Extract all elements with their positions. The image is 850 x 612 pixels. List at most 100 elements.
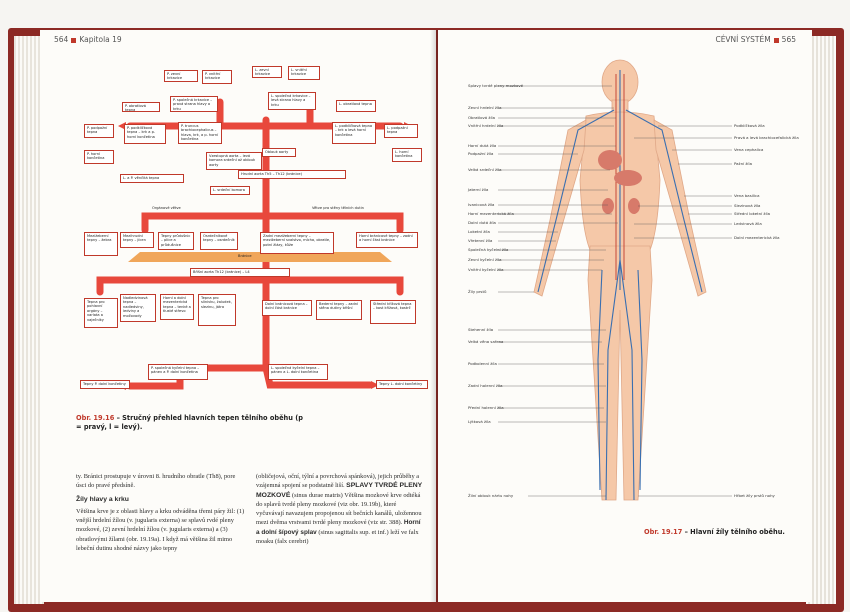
diagram-box: Horní a dolní mezenterická tepna – tenké… (160, 294, 194, 320)
diagram-box: Střední křížová tepna – kost křížová, ko… (370, 300, 416, 324)
column-2-intro: (obličejová, oční, týlní a povrchová spá… (256, 473, 420, 490)
column-1-intro: ty. Bránici prostupuje v úrovni 8. hrudn… (76, 473, 236, 490)
chapter-title: Kapitola 19 (79, 35, 122, 44)
right-page: CÉVNÍ SYSTÉM 565 (438, 30, 812, 602)
diagram-box: Oblouk aorty (262, 148, 296, 157)
diagram-box: L. zevní krkavice (252, 66, 282, 78)
vein-label: Pažní žíla (734, 161, 752, 166)
vein-label: Žilní oblouk nártu nohy (468, 493, 514, 498)
diagram-box: P. podklíčková tepna – krk a p. horní ko… (124, 124, 166, 144)
diagram-box: Tepny L. dolní končetiny (376, 380, 428, 389)
vein-label: Horní dutá žíla (468, 143, 497, 148)
vein-label: Vnitřní kyčelní žíla (468, 267, 504, 272)
text-column-2: (obličejová, oční, týlní a povrchová spá… (256, 472, 424, 546)
body-vein-illustration (498, 59, 732, 501)
column-2-bold: Horní a dolní šípový splav (256, 519, 421, 536)
artery-flow-arrows (96, 98, 412, 390)
diagram-box: P. zevní krkavice (164, 70, 198, 82)
diagram-box: L. srdeční komora (210, 186, 250, 195)
figure-caption-left: Obr. 19.16 – Stručný přehled hlavních te… (76, 414, 306, 431)
vein-label: Jaterní žíla (468, 187, 489, 192)
vein-label: Ivanicová žíla (468, 202, 495, 207)
diaphragm-band (128, 252, 392, 262)
diagram-box: Horní bránicové tepny – zadní a horní čá… (356, 232, 418, 248)
vein-label: Splavy tvrdé pleny mozkové (468, 83, 524, 88)
diagram-box: Vzestupná aorta – levá komora srdeční až… (206, 152, 262, 170)
diagram-label: Bránice (238, 254, 252, 258)
right-page-header: CÉVNÍ SYSTÉM 565 (715, 35, 796, 44)
diagram-box: L. obratlová tepna (336, 100, 376, 112)
diagram-box: Hrudní aorta Th5 – Th12 (bránice) (238, 170, 346, 179)
vein-label: Slezinová žíla (734, 203, 761, 208)
diagram-box: Nadledvinová tepna – nadledviny, ledviny… (120, 294, 156, 322)
vein-label: Dolní dutá žíla (468, 220, 496, 225)
caption-number: Obr. 19.16 (76, 414, 115, 422)
diagram-box: P. obratlová tepna (122, 102, 160, 112)
left-page-header: 564 Kapitola 19 (54, 35, 122, 44)
diagram-box: Zadní mezižeberní tepny – mezižeberní sv… (260, 232, 334, 254)
diagram-box: Tepny P. dolní končetiny (80, 380, 130, 389)
vein-label: Ledvinová žíla (734, 221, 762, 226)
diagram-box: P. horní končetina (84, 150, 114, 164)
vein-label: Obratlová žíla (468, 115, 496, 120)
diagram-box: Břišní aorta Th12 (bránice) – L4 (190, 268, 290, 277)
diagram-box: Bederní tepny – zadní stěna dutiny břišn… (316, 300, 362, 320)
caption-number: Obr. 19.17 (644, 528, 683, 536)
vein-label: Stehenní žíla (468, 327, 494, 332)
vein-label: Střední loketní žíla (734, 211, 771, 216)
diagram-box: L. společná kyčelní tepna – pánev a L. d… (268, 364, 328, 380)
vein-label: Vena cephalica (734, 147, 764, 152)
diagram-box: P. podpažní tepna (84, 124, 114, 138)
diagram-box: Tepna pro slinivku, žaludek, slezinu, já… (198, 294, 236, 326)
column-2-tail: (sinus sagittalis sup. et inf.) leží ve … (256, 528, 419, 546)
running-head: CÉVNÍ SYSTÉM (715, 35, 771, 44)
vein-label: Lýtková žíla (468, 419, 491, 424)
vein-label: Vena basilica (734, 193, 760, 198)
text-column-1: ty. Bránici prostupuje v úrovni 8. hrudn… (76, 472, 246, 553)
vein-label: Vnitřní hrdelní žíla (468, 123, 504, 128)
diagram-box: L. horní končetina (392, 148, 422, 162)
diagram-box: Osrdečníkové tepny – osrdečník (200, 232, 238, 250)
column-1-body: Většina krve je z oblasti hlavy a krku o… (76, 507, 245, 553)
vein-label: Horní mezenterická žíla (468, 211, 514, 216)
right-page-number: 565 (781, 35, 796, 44)
vein-label: Žíly prstů (468, 289, 487, 294)
vein-label: Vřetenní žíla (468, 238, 493, 243)
page-stack-left (14, 36, 44, 604)
vein-label: Zevní hrdelní žíla (468, 105, 502, 110)
vein-label: Zevní kyčelní žíla (468, 257, 502, 262)
diagram-box: Tepna pro pohlavní orgány – varlata a va… (84, 298, 118, 328)
subsection-heading: SPLAVY TVRDÉ PLENY MOZKOVÉ (256, 482, 423, 499)
section-heading: Žíly hlavy a krku (76, 495, 129, 503)
diagram-label: Větve pro stěny tělních dutin (312, 206, 364, 210)
vein-label: Podpažní žíla (468, 151, 494, 156)
vein-label: Velká věna safena (468, 339, 504, 344)
figure-caption-right: Obr. 19.17 – Hlavní žíly tělního oběhu. (644, 528, 804, 537)
diagram-box: Mezižeberní tepny – žebra (84, 232, 118, 256)
vein-label: Přední holenní žíla (468, 405, 504, 410)
diagram-box: P. truncus brachiocephalicus – hlava, kr… (178, 122, 222, 144)
diagram-box: P. společná kyčelní tepna – pánev a P. d… (148, 364, 208, 380)
vein-label: Zadní holenní žíla (468, 383, 503, 388)
vein-label: Společná kyčelní žíla (468, 247, 509, 252)
diagram-box: L. společná krkavice – levá strana hlavy… (268, 92, 316, 110)
diagram-box: Tepny průdušnic – plíce a průdušnice (158, 232, 194, 250)
vein-label: Podkolenní žíla (468, 361, 497, 366)
caption-text: – Hlavní žíly tělního oběhu. (684, 528, 785, 536)
diagram-box: Dolní bránicová tepna – dolní část bráni… (262, 300, 312, 316)
column-2-body: (sinus durae matris) Většina mozkové krv… (256, 491, 422, 527)
vein-label: Pravá a levá brachiocefalická žíla (734, 135, 799, 140)
vein-label: Hřbet žíly prstů nohy (734, 493, 775, 498)
vein-label: Dolní mezenterická žíla (734, 235, 780, 240)
diagram-box: L. podklíčková tepna – krk a levá horní … (332, 122, 376, 144)
left-page-number: 564 (54, 35, 69, 44)
diagram-box: P. společná krkavice – pravá strana hlav… (170, 96, 218, 112)
diagram-box: Mezihrudní tepny – jícen (120, 232, 154, 248)
diagram-label: Orgánové větve (152, 206, 181, 210)
vein-label: Podklíčková žíla (734, 123, 765, 128)
vein-label: Velká srdeční žíla (468, 167, 502, 172)
diagram-box: L. a P. věnčitá tepna (120, 174, 184, 183)
vein-label: Loketní žíla (468, 229, 490, 234)
diagram-box: P. vnitřní krkavice (202, 70, 232, 84)
